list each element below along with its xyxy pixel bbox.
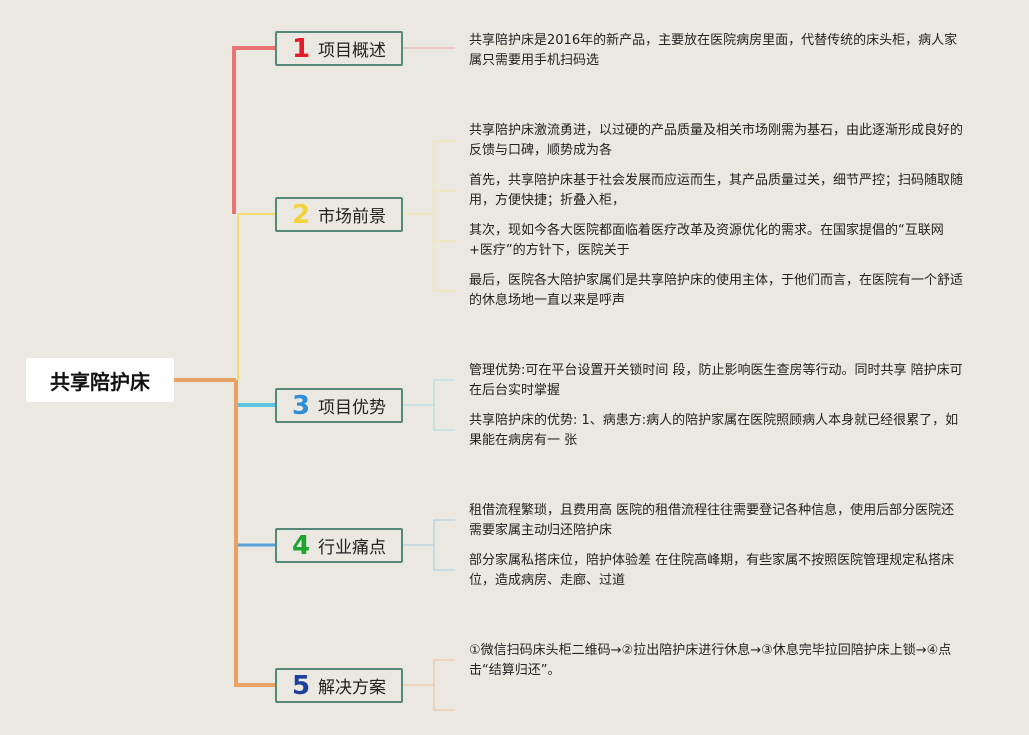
branch-node-4[interactable]: 4 行业痛点 bbox=[275, 528, 403, 563]
leaf-connector-2 bbox=[403, 140, 455, 292]
branch-node-3[interactable]: 3 项目优势 bbox=[275, 388, 403, 423]
leaf-connector-3 bbox=[403, 379, 455, 431]
leaf-text: 首先，共享陪护床基于社会发展而应运而生，其产品质量过关，细节严控；扫码随取随用，… bbox=[469, 173, 964, 208]
root-label: 共享陪护床 bbox=[50, 369, 150, 394]
branch-3-label: 项目优势 bbox=[318, 398, 387, 418]
branch-node-5[interactable]: 5 解决方案 bbox=[275, 668, 403, 703]
leaf-text: 其次，现如今各大医院都面临着医疗改革及资源优化的需求。在国家提倡的“互联网+医疗… bbox=[469, 223, 944, 258]
branch-node-1[interactable]: 1 项目概述 bbox=[275, 31, 403, 66]
branch-node-2[interactable]: 2 市场前景 bbox=[275, 197, 403, 232]
branch-3-connector bbox=[234, 380, 275, 407]
number-5-badge: 5 bbox=[291, 670, 311, 701]
branch-1-label: 项目概述 bbox=[318, 41, 387, 61]
number-2-badge: 2 bbox=[291, 199, 311, 230]
branch-2-label: 市场前景 bbox=[318, 207, 387, 227]
leaf-text: 共享陪护床是2016年的新产品，主要放在医院病房里面，代替传统的床头柜，病人家属… bbox=[469, 33, 958, 68]
branch-4-label: 行业痛点 bbox=[318, 538, 387, 558]
leaf-text: 部分家属私搭床位，陪护体验差 在住院高峰期，有些家属不按照医院管理规定私搭床位，… bbox=[469, 553, 955, 588]
leaf-text: 管理优势:可在平台设置开关锁时间 段，防止影响医生查房等行动。同时共享 陪护床可… bbox=[469, 363, 963, 398]
leaf-connector-5 bbox=[403, 659, 455, 711]
number-4-badge: 4 bbox=[291, 530, 311, 561]
root-node[interactable]: 共享陪护床 bbox=[26, 358, 174, 402]
leaf-text: 租借流程繁琐，且费用高 医院的租借流程往往需要登记各种信息，使用后部分医院还需要… bbox=[469, 503, 955, 538]
branch-1-connector bbox=[232, 46, 275, 214]
leaf-text: 共享陪护床激流勇进，以过硬的产品质量及相关市场刚需为基石，由此逐渐形成良好的反馈… bbox=[469, 123, 964, 158]
leaf-connector-4 bbox=[403, 519, 455, 571]
leaf-text: 共享陪护床的优势: 1、病患方:病人的陪护家属在医院照顾病人本身就已经很累了，如… bbox=[469, 413, 959, 448]
leaf-text: ①微信扫码床头柜二维码→②拉出陪护床进行休息→③休息完毕拉回陪护床上锁→④点击“… bbox=[469, 643, 952, 678]
number-1-badge: 1 bbox=[291, 33, 311, 64]
number-3-badge: 3 bbox=[291, 390, 311, 421]
branch-2-connector bbox=[237, 213, 275, 380]
branch-5-connector bbox=[234, 380, 275, 687]
branch-5-label: 解决方案 bbox=[318, 678, 387, 698]
leaf-text: 最后，医院各大陪护家属们是共享陪护床的使用主体，于他们而言，在医院有一个舒适的休… bbox=[469, 273, 964, 308]
